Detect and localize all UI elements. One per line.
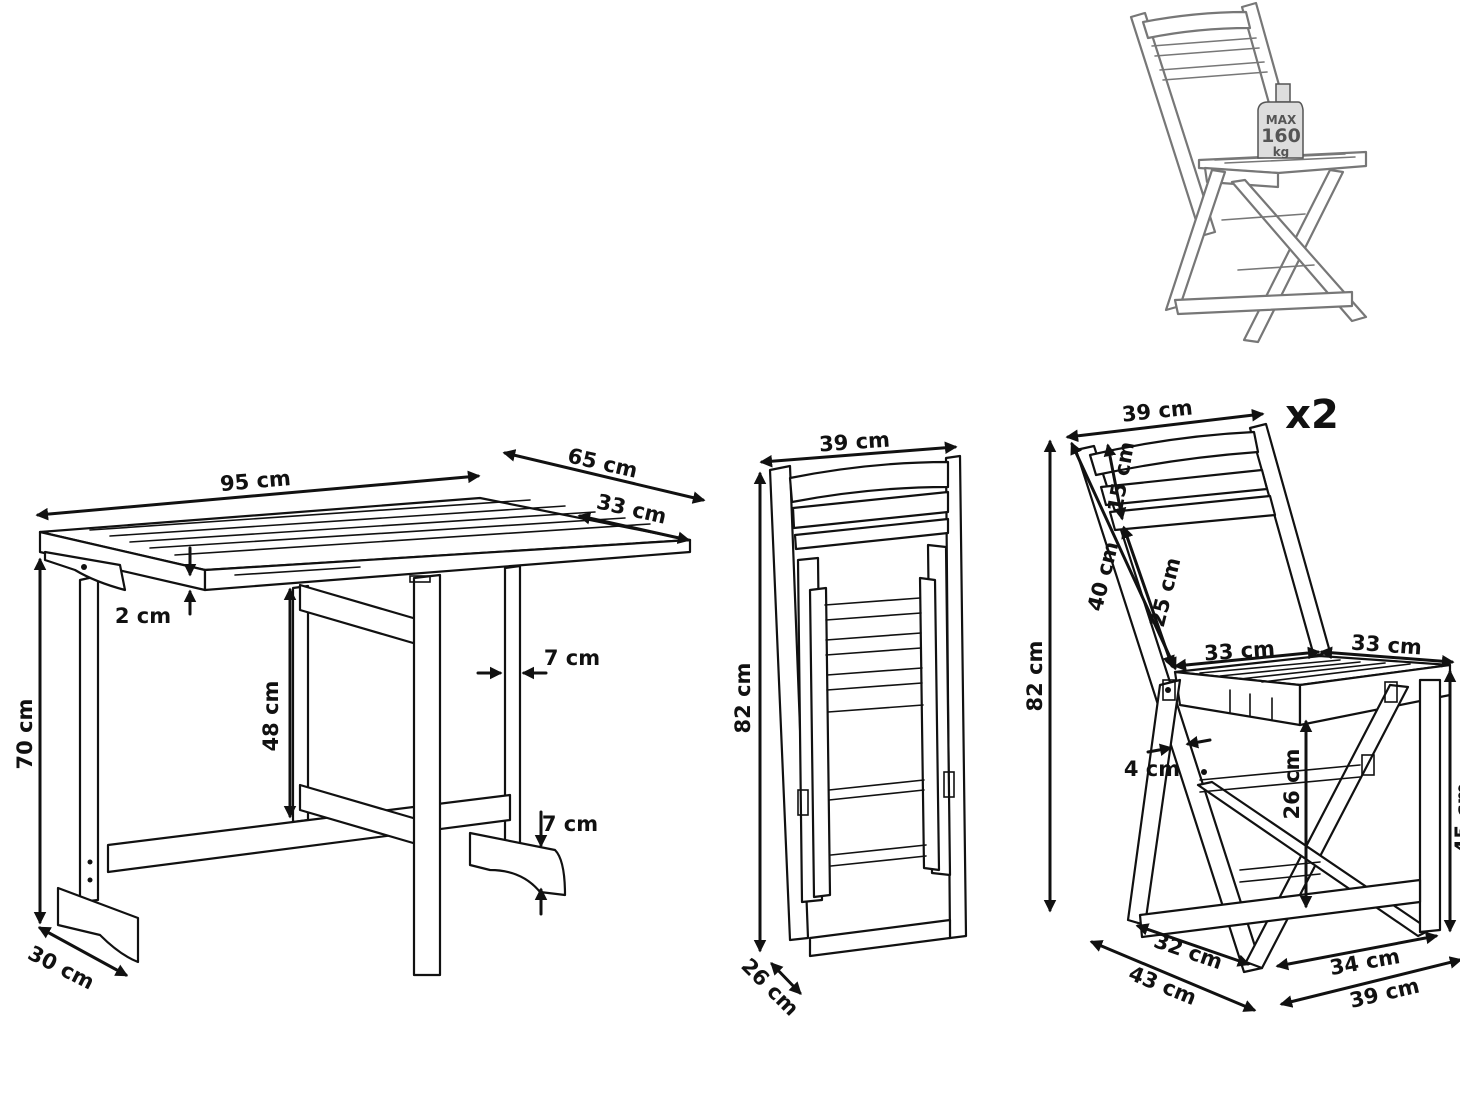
table-width-arrow bbox=[35, 470, 481, 521]
foot-height-label: 7 cm bbox=[542, 812, 598, 836]
table-drawing bbox=[38, 496, 692, 977]
folded-depth-arrow bbox=[770, 962, 802, 995]
table-width-label: 95 cm bbox=[219, 466, 292, 496]
top-thickness-label: 2 cm bbox=[115, 604, 171, 628]
foot-depth-label: 30 cm bbox=[24, 941, 98, 995]
table-leaf-arrow bbox=[577, 512, 691, 544]
table-depth-arrow bbox=[502, 449, 706, 504]
seat-depth-right-arrow bbox=[1319, 646, 1455, 668]
bottom-width-arrow bbox=[1279, 956, 1460, 1008]
table-dimensions: 95 cm 65 cm 33 cm 2 cm 7 cm 70 cm 48 cm … bbox=[13, 444, 706, 995]
table-height-label: 70 cm bbox=[13, 699, 37, 770]
chair-max-load-illustration: MAX 160 kg bbox=[1129, 1, 1368, 344]
frame-thickness-label: 4 cm bbox=[1124, 757, 1180, 781]
backrest-lower-arrow bbox=[1121, 525, 1175, 669]
max-load-line2: 160 bbox=[1261, 125, 1301, 147]
seat-depth-left-arrow bbox=[1173, 646, 1321, 672]
rear-base-label: 34 cm bbox=[1328, 944, 1402, 980]
quantity-multiplier: x2 bbox=[1285, 392, 1339, 438]
total-depth-label: 43 cm bbox=[1125, 961, 1200, 1010]
max-load-line1: MAX bbox=[1266, 113, 1297, 127]
seat-depth-right-label: 33 cm bbox=[1350, 631, 1422, 660]
chair-height-label: 82 cm bbox=[1023, 641, 1047, 712]
open-chair-drawing bbox=[1074, 422, 1452, 974]
seat-depth-left-label: 33 cm bbox=[1203, 637, 1275, 666]
under-seat-label: 26 cm bbox=[1280, 749, 1304, 820]
foot-depth-arrow bbox=[37, 926, 129, 977]
backrest-lower-label: 25 cm bbox=[1145, 555, 1185, 630]
weight-icon bbox=[1257, 83, 1304, 159]
frame-thickness-arrow-left bbox=[1185, 735, 1212, 749]
total-depth-arrow bbox=[1089, 940, 1257, 1012]
folded-width-arrow bbox=[759, 441, 958, 468]
folded-width-label: 39 cm bbox=[818, 428, 890, 457]
front-base-label: 32 cm bbox=[1151, 928, 1226, 974]
chair-top-width-arrow bbox=[1065, 408, 1265, 443]
folded-height-label: 82 cm bbox=[731, 663, 755, 734]
frame-thickness-arrow-right bbox=[1146, 743, 1173, 757]
max-load-line3: kg bbox=[1273, 145, 1290, 159]
inner-height-label: 48 cm bbox=[259, 681, 283, 752]
seat-height-label: 45 cm bbox=[1451, 783, 1460, 854]
leg-width-label: 7 cm bbox=[544, 646, 600, 670]
folded-chair-drawing bbox=[768, 454, 968, 958]
